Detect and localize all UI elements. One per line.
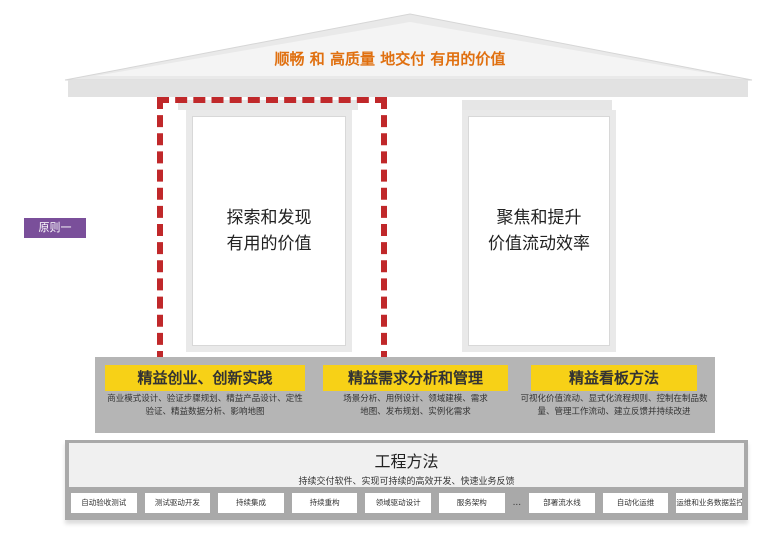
pillar-capital bbox=[178, 100, 358, 110]
engineering-subtitle: 持续交付软件、实现可持续的高效开发、快速业务反馈 bbox=[298, 477, 515, 487]
practice-title: 精益创业、创新实践 bbox=[105, 365, 305, 391]
ellipsis: ... bbox=[512, 498, 522, 508]
engineering-item: 自动验收测试 bbox=[71, 493, 137, 513]
engineering-item: 持续集成 bbox=[218, 493, 284, 513]
engineering-item: 服务架构 bbox=[438, 493, 505, 513]
engineering-item: 持续重构 bbox=[291, 493, 358, 513]
pillar-capital bbox=[462, 100, 612, 110]
engineering-item: 部署流水线 bbox=[529, 493, 595, 513]
practice-lean-startup: 精益创业、创新实践 商业模式设计、验证步骤规划、精益产品设计、定性验证、精益数据… bbox=[105, 365, 305, 419]
highlight-dashed-box bbox=[157, 97, 387, 363]
practice-desc: 场景分析、用例设计、领域建模、需求地图、发布规划、实例化需求 bbox=[343, 394, 488, 417]
pillar-explore-value: 探索和发现 有用的价值 bbox=[192, 116, 346, 346]
practice-desc: 可视化价值流动、显式化流程规则、控制在制品数量、管理工作流动、建立反馈并持续改进 bbox=[520, 394, 708, 417]
engineering-item: 领域驱动设计 bbox=[365, 493, 431, 513]
engineering-item: 自动化运维 bbox=[602, 493, 669, 513]
practice-lean-kanban: 精益看板方法 可视化价值流动、显式化流程规则、控制在制品数量、管理工作流动、建立… bbox=[519, 365, 709, 419]
principle-badge: 原则一 bbox=[24, 218, 86, 238]
practice-desc: 商业模式设计、验证步骤规划、精益产品设计、定性验证、精益数据分析、影响地图 bbox=[107, 394, 303, 417]
practice-title: 精益看板方法 bbox=[531, 365, 697, 391]
engineering-item: 运维和业务数据监控 bbox=[676, 493, 742, 513]
engineering-item: 测试驱动开发 bbox=[144, 493, 211, 513]
practices-band: 精益创业、创新实践 商业模式设计、验证步骤规划、精益产品设计、定性验证、精益数据… bbox=[95, 357, 715, 433]
practice-title: 精益需求分析和管理 bbox=[323, 365, 508, 391]
pillar-value-flow: 聚焦和提升 价值流动效率 bbox=[468, 116, 610, 346]
engineering-methods: 工程方法 持续交付软件、实现可持续的高效开发、快速业务反馈 自动验收测试 测试驱… bbox=[65, 440, 748, 520]
roof bbox=[64, 13, 753, 97]
roof-title: 顺畅 和 高质量 地交付 有用的价值 bbox=[274, 50, 506, 68]
practice-lean-requirements: 精益需求分析和管理 场景分析、用例设计、领域建模、需求地图、发布规划、实例化需求 bbox=[323, 365, 508, 419]
engineering-title: 工程方法 bbox=[374, 452, 439, 471]
